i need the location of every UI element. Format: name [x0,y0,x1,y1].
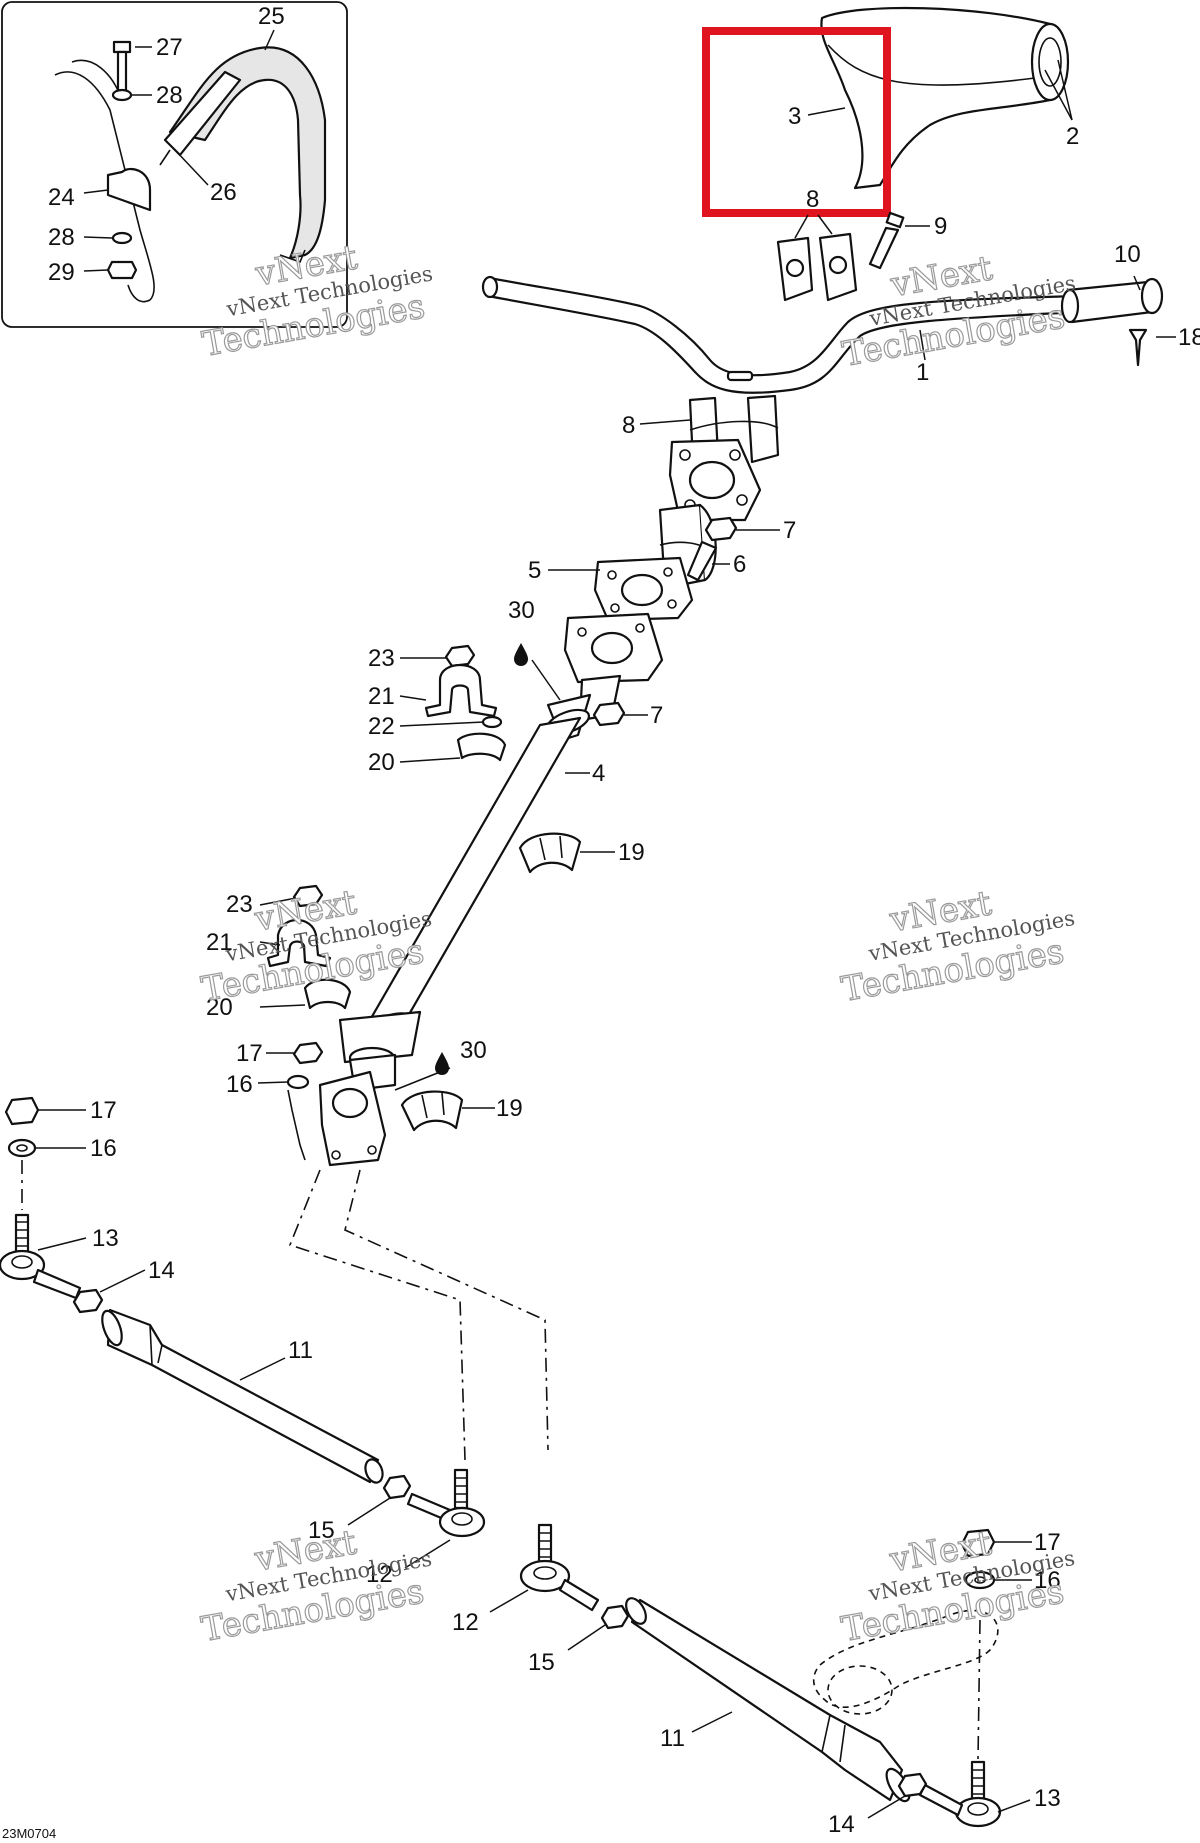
tie-rod-right [625,1597,911,1803]
left-rod-end [347,1468,486,1569]
callout-13-right: 13 [1034,1785,1061,1812]
callout-3: 3 [788,103,801,130]
callout-25: 25 [258,3,285,30]
callout-19-lower: 19 [496,1095,523,1122]
handlebar [481,275,1176,394]
callout-16-center: 16 [226,1071,253,1098]
callout-9: 9 [934,213,947,240]
drawing-code: 23M0704 [2,1826,56,1841]
callout-24: 24 [48,184,75,211]
upper-riser-plate [658,438,762,590]
callout-5: 5 [528,557,541,584]
callout-17-left: 17 [90,1097,117,1124]
callout-18: 18 [1178,324,1200,351]
callout-29: 29 [48,259,75,286]
watermark-2: vNext vNext Technologies Technologies [839,248,1078,376]
lower-bushing-set [259,884,352,1010]
center-lines [288,1169,549,1461]
callout-21-lower: 21 [206,929,233,956]
callout-6: 6 [733,551,746,578]
callout-22-upper: 22 [368,713,395,740]
bushing-19-lower [400,1090,495,1132]
watermark-3: vNext vNext Technologies Technologies [198,882,434,1011]
callout-7-upper: 7 [783,517,796,544]
tie-rod-left [101,1308,384,1484]
highlight-box [702,27,891,217]
callout-19-upper: 19 [618,839,645,866]
right-hardware [867,1528,1032,1828]
upper-clamps [776,211,930,302]
callout-17-center: 17 [236,1040,263,1067]
callout-8-upper: 8 [806,186,819,213]
left-hardware [0,1096,146,1314]
callout-30-upper: 30 [508,597,535,624]
nut-7-lower [592,701,648,727]
callout-12-left: 12 [366,1561,393,1588]
callout-20-upper: 20 [368,749,395,776]
steering-arm-ghost [812,1609,999,1761]
callout-21-upper: 21 [368,683,395,710]
fastener-6-7 [686,516,780,582]
callout-4: 4 [592,760,605,787]
callout-26: 26 [210,179,237,206]
watermark-5: vNext vNext Technologies Technologies [198,1522,434,1651]
column-bottom [257,1010,451,1167]
watermark-4: vNext vNext Technologies Technologies [838,883,1077,1011]
callout-13-left: 13 [92,1225,119,1252]
callout-11-left: 11 [288,1337,313,1364]
callout-20-lower: 20 [206,994,233,1021]
callout-28-upper: 28 [156,82,183,109]
callout-7-lower: 7 [650,702,663,729]
callout-14-left: 14 [148,1257,175,1284]
oil-drop-upper [514,643,528,666]
callout-15-right: 15 [528,1649,555,1676]
handlebar-pad-group [807,6,1073,190]
callout-16-left: 16 [90,1135,117,1162]
callout-16-right: 16 [1034,1567,1061,1594]
callout-12-right: 12 [452,1609,479,1636]
callout-10: 10 [1114,241,1141,268]
callout-27: 27 [156,34,183,61]
callout-2: 2 [1066,123,1079,150]
callout-14-right: 14 [828,1811,855,1838]
inset-panel: 27 28 25 26 24 28 29 [1,1,348,328]
callout-1: 1 [916,359,929,386]
middle-plate [548,556,694,622]
bushing-19-upper [518,832,615,874]
callout-8-lower: 8 [622,412,635,439]
callout-11-right: 11 [660,1725,685,1752]
callout-23-upper: 23 [368,645,395,672]
callout-30-lower: 30 [460,1037,487,1064]
right-rod-end [489,1523,630,1651]
callout-23-lower: 23 [226,891,253,918]
callout-15-left: 15 [308,1517,335,1544]
upper-bushing-set [399,644,507,763]
callout-28-lower: 28 [48,224,75,251]
callout-17-right: 17 [1034,1529,1061,1556]
